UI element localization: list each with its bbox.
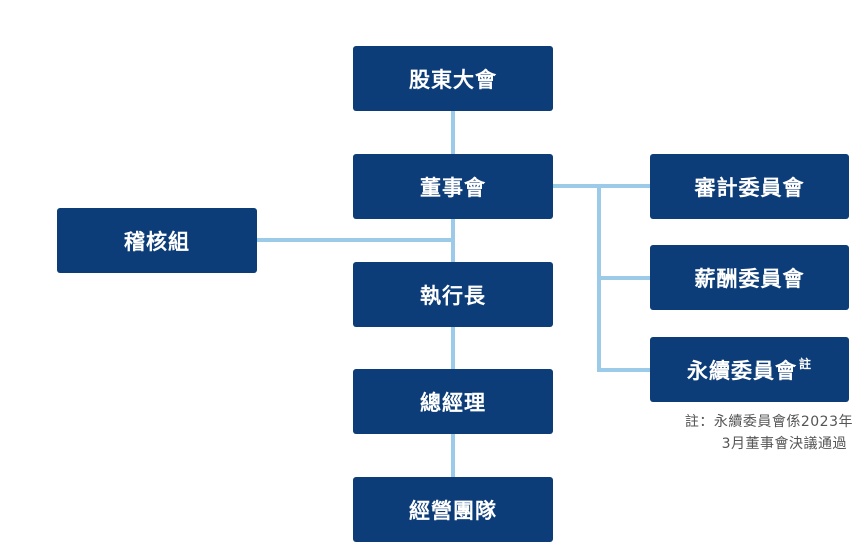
node-label: 稽核組: [124, 229, 190, 254]
node-audit-group: 稽核組: [57, 208, 257, 273]
footnote-line-1: 註：永續委員會係2023年: [684, 414, 853, 430]
node-label: 股東大會: [409, 67, 497, 92]
node-label: 總經理: [420, 390, 486, 415]
node-label: 審計委員會: [694, 175, 805, 200]
node-shareholders-meeting: 股東大會: [353, 46, 553, 111]
connector-sustainability: [597, 368, 650, 372]
node-label: 薪酬委員會: [694, 266, 805, 291]
node-board-of-directors: 董事會: [353, 154, 553, 219]
node-label: 永續委員會: [686, 358, 797, 383]
connector-remuneration: [597, 276, 650, 280]
node-sustainability-committee: 永續委員會註: [650, 337, 849, 402]
connector-board-committees: [552, 184, 650, 188]
node-label: 執行長: [420, 283, 486, 308]
node-general-manager: 總經理: [353, 369, 553, 434]
node-label: 董事會: [420, 175, 486, 200]
node-management-team: 經營團隊: [353, 477, 553, 542]
note-marker: 註: [798, 357, 812, 371]
node-audit-committee: 審計委員會: [650, 154, 849, 219]
footnote: 註：永續委員會係2023年 3月董事會決議通過: [685, 411, 853, 455]
footnote-line-2: 3月董事會決議通過: [721, 436, 847, 452]
connector-audit-group: [256, 238, 453, 242]
node-ceo: 執行長: [353, 262, 553, 327]
node-remuneration-committee: 薪酬委員會: [650, 245, 849, 310]
node-label: 經營團隊: [409, 498, 497, 523]
